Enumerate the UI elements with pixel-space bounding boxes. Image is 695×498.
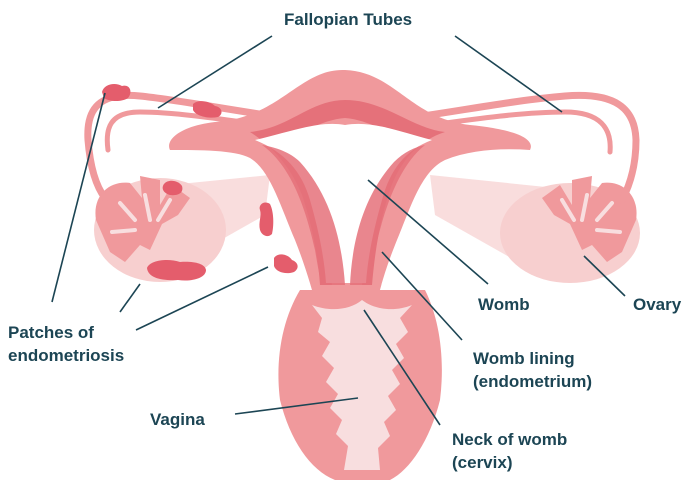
label-patches-line2: endometriosis [8, 344, 124, 367]
label-vagina: Vagina [150, 408, 205, 431]
leader-fallopian-left [158, 36, 272, 108]
label-fallopian-tubes: Fallopian Tubes [284, 8, 412, 31]
label-ovary: Ovary [633, 293, 681, 316]
leader-patches-ovary [120, 284, 140, 312]
label-neck-line1: Neck of womb [452, 428, 567, 451]
label-patches-of-endometriosis: Patches of endometriosis [8, 321, 124, 367]
label-patches-line1: Patches of [8, 321, 124, 344]
label-womb-lining: Womb lining (endometrium) [473, 347, 592, 393]
label-womb-lining-line1: Womb lining [473, 347, 592, 370]
label-neck-of-womb: Neck of womb (cervix) [452, 428, 567, 474]
label-neck-line2: (cervix) [452, 451, 567, 474]
leader-patches-left [52, 93, 105, 302]
label-womb-lining-line2: (endometrium) [473, 370, 592, 393]
label-womb: Womb [478, 293, 530, 316]
